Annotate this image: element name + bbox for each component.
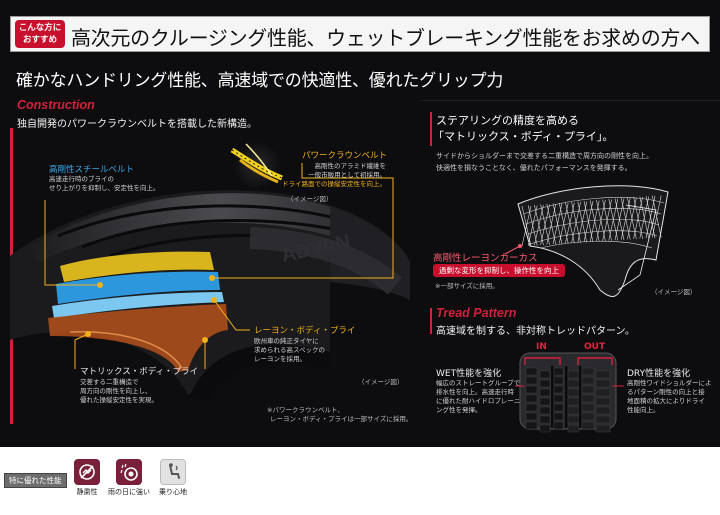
construction-heading: Construction [17, 98, 95, 112]
steel-belt-layer-2 [52, 292, 224, 318]
headline-bar: こんな方に おすすめ 高次元のクルージング性能、ウェットブレーキング性能をお求め… [10, 16, 710, 52]
dry-note-4: 性能向上。 [627, 406, 660, 414]
tread-heading: Tread Pattern [436, 306, 517, 320]
wet-note-3: に優れた耐ハイドロプレーニ [436, 397, 521, 405]
rayon-ply-note-3: レーヨンを採用。 [254, 355, 306, 363]
quiet-icon [74, 459, 100, 485]
steering-desc-2: 快適性を損なうことなく、優れたパフォーマンスを発揮する。 [436, 164, 632, 172]
carcass-note: ※一部サイズに採用。 [435, 282, 499, 290]
footnote-line-1: ※パワークラウンベルト、 [267, 406, 344, 414]
out-label: OUT [584, 342, 606, 352]
tire-cross-section: ADVAN [10, 190, 410, 400]
power-crown-belt-layer [60, 251, 214, 282]
matrix-ply-title: マトリックス・ボディ・プライ [80, 367, 199, 377]
power-crown-note-2: 一般市販用として初採用。 [308, 171, 386, 179]
matrix-ply-note-1: 交差する二重構造で [80, 378, 139, 386]
badge-line-1: こんな方に [18, 23, 62, 33]
wet-note-4: ング性を発揮。 [436, 406, 482, 414]
tread-accent-bar [430, 308, 432, 334]
badge-line-2: おすすめ [22, 35, 57, 45]
in-label: IN [536, 342, 547, 352]
image-note-1: （イメージ図） [287, 195, 333, 203]
steering-image-note: （イメージ図） [651, 288, 697, 296]
carcass-ply-layer [48, 304, 228, 372]
power-crown-title: パワークラウンベルト [302, 151, 388, 161]
feature-rain: 雨の日に強い [106, 459, 152, 497]
rayon-ply-note-1: 欧州車の純正タイヤに [254, 337, 319, 345]
power-crown-note-3: ドライ路面での操縦安定性を向上。 [282, 180, 386, 188]
steering-accent-bar [430, 112, 432, 146]
rayon-ply-note-2: 求められる高スペックの [254, 346, 326, 354]
page-subtitle: 確かなハンドリング性能、高速域での快適性、優れたグリップ力 [16, 71, 504, 91]
matrix-ply-note-2: 周方向の剛性を向上し、 [80, 387, 152, 395]
steel-belt-layer [56, 271, 220, 304]
feature-panel: ADVAN [0, 0, 720, 447]
wet-note-2: 排水性を向上。高速走行時 [436, 388, 514, 396]
dry-note-2: るパターン剛性の向上と接 [627, 388, 705, 396]
feature-quiet: 静粛性 [64, 459, 110, 497]
rain-tire-icon [116, 459, 142, 485]
tire-tread-surface [28, 193, 408, 262]
matrix-ply-wireframe [517, 185, 669, 298]
tread-description: 高速域を制する、非対称トレッドパターン。 [436, 326, 635, 337]
feature-quiet-label: 静粛性 [76, 488, 98, 496]
feature-comfort: 乗り心地 [150, 459, 196, 497]
divider [420, 100, 720, 101]
steel-belt-note-2: せり上がりを抑制し、安定性を向上。 [49, 184, 160, 192]
aramid-fiber-icon [230, 141, 283, 189]
carcass-badge: 過剰な変形を抑制し、操作性を向上 [433, 264, 565, 277]
features-label: 特に優れた性能 [4, 473, 67, 488]
power-crown-note-1: 高剛性のアラミド繊維を [314, 162, 387, 170]
dry-title: DRY性能を強化 [627, 369, 691, 379]
rayon-ply-title: レーヨン・ボディ・プライ [254, 326, 356, 336]
feature-rain-label: 雨の日に強い [108, 488, 150, 496]
wet-note-1: 幅広のストレートグルーブで [436, 379, 521, 387]
recommend-badge: こんな方に おすすめ [15, 20, 65, 48]
rim-seat [190, 344, 330, 400]
seat-comfort-icon [160, 459, 186, 485]
features-footer: 特に優れた性能 静粛性 雨の日に強い 乗り心地 [0, 447, 720, 515]
page-title: 高次元のクルージング性能、ウェットブレーキング性能をお求めの方へ [71, 26, 700, 50]
tread-pattern-graphic [515, 352, 624, 433]
steering-desc-1: サイドからショルダーまで交差する二重構造で周方向の剛性を向上。 [436, 152, 653, 160]
image-note-2: （イメージ図） [358, 378, 404, 386]
power-crown-callout [212, 163, 394, 279]
matrix-callout [74, 333, 89, 369]
sidewall-band [249, 227, 403, 295]
carcass-title: 高剛性レーヨンカーカス [433, 253, 538, 264]
wet-title: WET性能を強化 [436, 369, 502, 379]
callout-lines [44, 163, 394, 369]
footnote-line-2: レーヨン・ボディ・プライは一部サイズに採用。 [270, 415, 413, 423]
steering-title-2: 「マトリックス・ボディ・プライ」。 [433, 130, 614, 143]
wireframe-shoulder [617, 204, 657, 291]
steel-belt-title: 高剛性スチールベルト [49, 165, 135, 175]
feature-comfort-label: 乗り心地 [159, 488, 187, 496]
matrix-ply-note-3: 優れた操縦安定性を実現。 [80, 396, 158, 404]
carcass-callout-dot [518, 244, 522, 248]
construction-description: 独自開発のパワークラウンベルトを搭載した新構造。 [17, 119, 257, 130]
steel-belt-note-1: 高速走行時のブライの [49, 175, 114, 183]
steel-belt-callout [44, 200, 100, 286]
rayon-callout [213, 299, 250, 331]
carcass-callout [504, 245, 521, 255]
dry-note-1: 高剛性ワイドショルダーによ [627, 379, 712, 387]
tire-illustration-layer: ADVAN [10, 100, 720, 433]
dry-note-3: 地面積の拡大によりドライ [627, 397, 705, 405]
steering-title-1: ステアリングの精度を高める [436, 114, 579, 127]
